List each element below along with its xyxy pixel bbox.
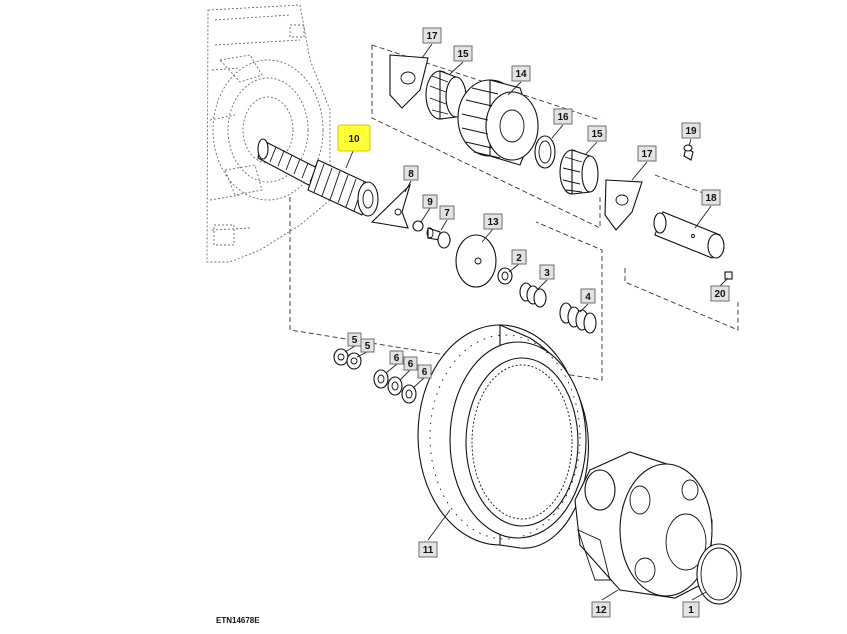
callout-8-label: 8 bbox=[408, 169, 414, 180]
callout-16[interactable]: 16 bbox=[553, 108, 573, 125]
callout-13-label: 13 bbox=[487, 217, 499, 228]
callout-13[interactable]: 13 bbox=[483, 213, 503, 230]
callout-3[interactable]: 3 bbox=[539, 264, 555, 280]
callout-12-label: 12 bbox=[595, 605, 607, 616]
part-15-needle-bearing[interactable] bbox=[425, 70, 467, 120]
callout-8[interactable]: 8 bbox=[403, 165, 419, 181]
callout-19-label: 19 bbox=[685, 126, 697, 137]
callout-4-label: 4 bbox=[585, 292, 591, 303]
part-9-ring[interactable] bbox=[412, 220, 424, 232]
callout-6-second-label: 6 bbox=[408, 359, 414, 370]
callout-5-second[interactable]: 5 bbox=[360, 338, 375, 353]
callout-6-third[interactable]: 6 bbox=[417, 364, 432, 379]
callout-6-second[interactable]: 6 bbox=[403, 356, 418, 371]
callout-10[interactable]: 10 bbox=[337, 124, 371, 152]
callout-15[interactable]: 15 bbox=[453, 45, 473, 62]
callout-12[interactable]: 12 bbox=[591, 601, 611, 618]
callout-17-second[interactable]: 17 bbox=[637, 145, 657, 162]
callout-20[interactable]: 20 bbox=[710, 285, 730, 302]
callout-5-second-label: 5 bbox=[365, 341, 371, 352]
callout-7-label: 7 bbox=[444, 208, 450, 219]
callout-7[interactable]: 7 bbox=[439, 205, 455, 220]
callout-11[interactable]: 11 bbox=[418, 541, 438, 558]
part-19-bolt[interactable] bbox=[683, 144, 694, 161]
callout-5-label: 5 bbox=[352, 335, 358, 346]
part-6-washers[interactable] bbox=[373, 369, 417, 404]
callout-19[interactable]: 19 bbox=[681, 122, 701, 139]
leader-lines bbox=[344, 43, 729, 601]
callout-6-third-label: 6 bbox=[422, 367, 428, 378]
callout-10-label: 10 bbox=[348, 134, 360, 145]
callout-16-label: 16 bbox=[557, 112, 569, 123]
part-10-splined-shaft[interactable] bbox=[257, 138, 379, 217]
part-15-needle-bearing-2[interactable] bbox=[559, 149, 599, 195]
part-13-thrust-washer[interactable] bbox=[455, 234, 497, 288]
housing-background bbox=[206, 4, 331, 263]
callout-15-second-label: 15 bbox=[591, 129, 603, 140]
callout-14[interactable]: 14 bbox=[511, 65, 531, 82]
callout-4[interactable]: 4 bbox=[580, 288, 596, 304]
callout-9-label: 9 bbox=[427, 197, 433, 208]
part-4-shim-stack[interactable] bbox=[559, 302, 597, 334]
part-12-planet-carrier[interactable] bbox=[574, 451, 713, 599]
part-3-shim-stack[interactable] bbox=[519, 282, 547, 308]
callout-11-label: 11 bbox=[423, 545, 434, 556]
callout-17[interactable]: 17 bbox=[422, 27, 442, 44]
figure-reference-code: ETN14678E bbox=[216, 616, 260, 625]
callout-9[interactable]: 9 bbox=[422, 194, 438, 209]
part-1-snap-ring[interactable] bbox=[696, 543, 742, 605]
part-17-thrust-plate-2[interactable] bbox=[604, 179, 643, 231]
callout-14-label: 14 bbox=[515, 69, 527, 80]
callout-15-label: 15 bbox=[457, 49, 469, 60]
part-18-pin[interactable] bbox=[653, 211, 725, 259]
part-14-idler-gear[interactable] bbox=[457, 79, 539, 166]
callout-1-label: 1 bbox=[688, 605, 694, 616]
part-7-plug[interactable] bbox=[426, 227, 451, 249]
callout-17-second-label: 17 bbox=[641, 149, 653, 160]
callout-18[interactable]: 18 bbox=[701, 189, 721, 206]
part-2-washer[interactable] bbox=[497, 267, 513, 285]
part-5-washers[interactable] bbox=[333, 348, 362, 370]
callout-6[interactable]: 6 bbox=[389, 350, 404, 365]
part-20-nut[interactable] bbox=[724, 271, 733, 280]
callout-17-label: 17 bbox=[426, 31, 438, 42]
callout-6-label: 6 bbox=[394, 353, 400, 364]
callout-18-label: 18 bbox=[705, 193, 717, 204]
callout-2[interactable]: 2 bbox=[511, 249, 527, 265]
callout-1[interactable]: 1 bbox=[682, 601, 700, 618]
callout-3-label: 3 bbox=[544, 268, 550, 279]
callout-5[interactable]: 5 bbox=[347, 332, 362, 347]
callout-15-second[interactable]: 15 bbox=[587, 125, 607, 142]
callout-2-label: 2 bbox=[516, 253, 522, 264]
part-8-retaining-bracket[interactable] bbox=[370, 183, 412, 229]
part-11-ring-gear[interactable] bbox=[417, 324, 589, 549]
part-16-spacer-ring[interactable] bbox=[534, 135, 556, 169]
callout-20-label: 20 bbox=[714, 289, 726, 300]
part-17-thrust-plate[interactable] bbox=[389, 54, 429, 109]
